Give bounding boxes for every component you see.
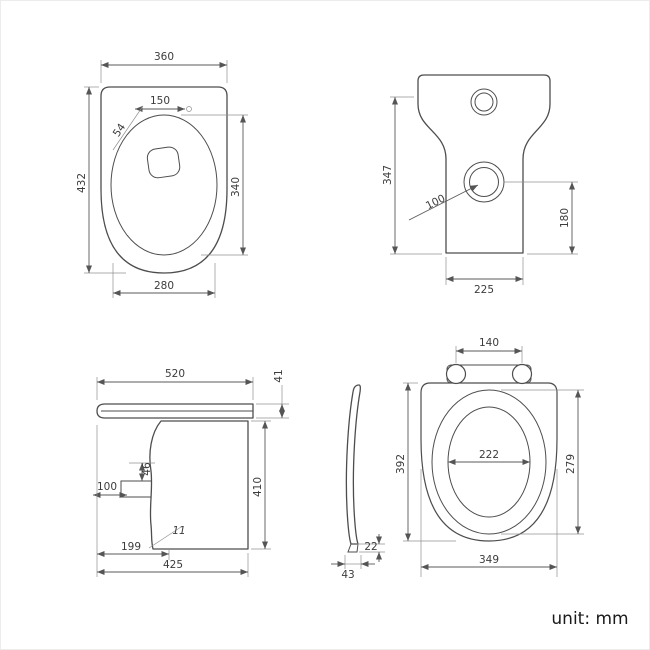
leader-line [112,105,144,151]
dim-front-height: 347 [382,165,394,185]
dim-profile-thickness: 22 [364,541,377,553]
top-view-dimensions: 360 150 54 432 340 280 [76,51,248,298]
flush-button-outer [470,88,498,116]
pan-outline-top [100,86,228,274]
leader-line [408,184,479,221]
hinge-cap-right [511,363,533,385]
dim-seat-width: 349 [479,554,499,566]
dim-pan-depth: 432 [76,173,88,193]
dim-side-height: 410 [252,477,264,497]
seat-top-view: 140 392 222 279 349 [395,337,584,577]
dim-seat-thickness: 41 [273,369,285,382]
dim-outlet-height: 180 [559,208,571,228]
dim-profile-width: 43 [341,569,354,581]
dim-base-width: 225 [474,284,494,296]
hinge-cap-left [445,363,467,385]
inlet-hole-inner [469,167,499,197]
bowl-rim [110,114,218,256]
seat-profile-view: 43 22 [331,384,385,581]
front-view-dimensions: 347 100 180 225 [382,96,578,296]
dim-base-depth: 425 [163,559,183,571]
dim-hinge-span: 140 [479,337,499,349]
seat-bumper [347,543,359,553]
flush-button-inner [474,92,494,112]
dim-trap-offset: 150 [150,95,170,107]
pan-outline-side [149,420,249,550]
side-view: 520 41 46 100 410 199 425 11 [93,368,289,577]
dim-top-width: 360 [154,51,174,63]
seat-profile-outline [345,384,361,545]
pan-outline-front [417,74,551,254]
dim-bowl-width: 280 [154,280,174,292]
seat-profile-dimensions: 43 22 [331,534,385,581]
leader-line [148,526,182,549]
dim-inlet-offset: 100 [97,481,117,493]
inlet-pipe [120,480,151,498]
dim-seat-length: 392 [395,454,407,474]
dim-side-depth: 520 [165,368,185,380]
dim-base-inset: 199 [121,541,141,553]
seat-top-dimensions: 140 392 222 279 349 [395,337,584,577]
dim-bowl-length: 340 [230,177,242,197]
reference-point [186,106,192,112]
top-view: 360 150 54 432 340 280 [76,51,248,298]
seat-ring-outer [431,389,547,535]
dim-rim-drop: 46 [141,462,153,476]
dim-hole-width: 222 [479,449,499,461]
seat-lid-side [96,403,254,419]
dim-slope: 11 [172,525,185,537]
front-view: 347 100 180 225 [382,74,578,296]
flush-outlet [146,146,181,179]
side-view-dimensions: 520 41 46 100 410 199 425 11 [93,368,289,577]
dim-outlet-dia: 100 [424,192,447,212]
dim-ring-length: 279 [565,454,577,474]
unit-note: unit: mm [551,609,628,629]
